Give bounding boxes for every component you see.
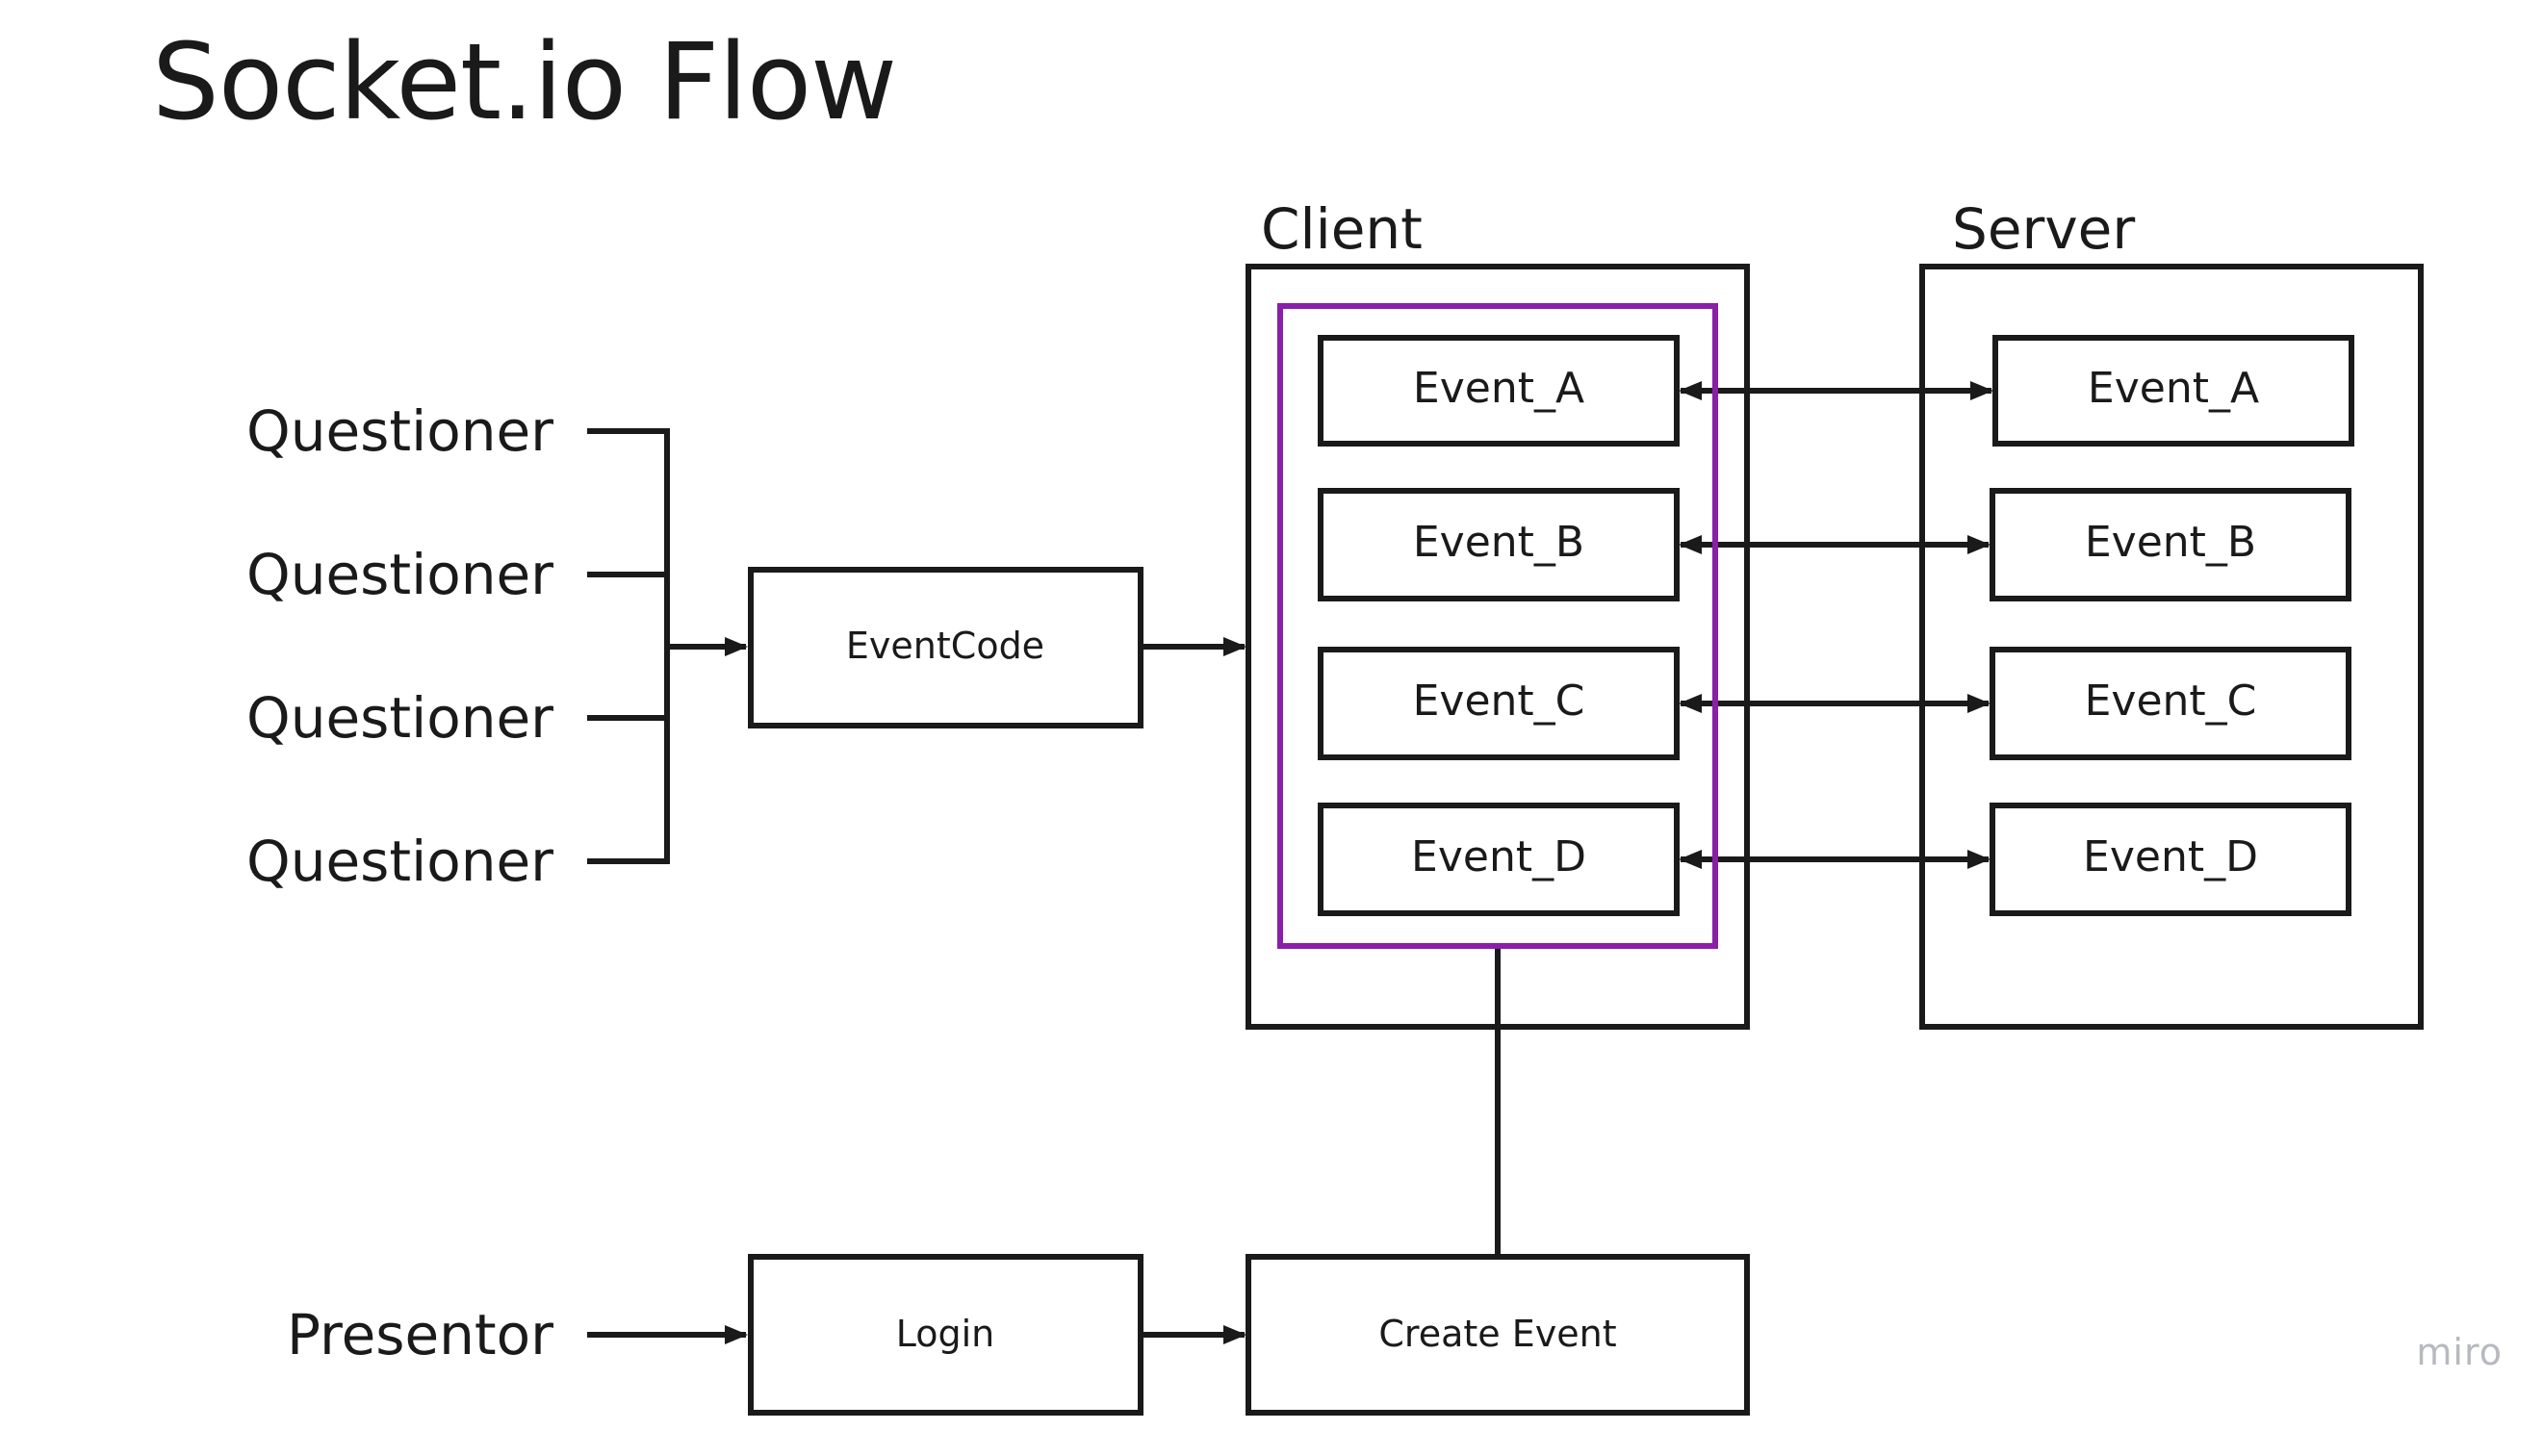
create-event-label: Create Event	[1378, 1313, 1616, 1355]
client-event-d-box[interactable]	[1318, 803, 1680, 916]
questioner-label-1: Questioner	[246, 398, 553, 464]
server-label: Server	[1952, 196, 2135, 262]
server-event-a-label: Event_A	[2088, 364, 2259, 413]
presentor-label: Presentor	[287, 1302, 553, 1367]
client-event-b-box[interactable]	[1318, 488, 1680, 601]
server-container	[1919, 264, 2424, 1030]
client-event-a-label: Event_A	[1413, 364, 1584, 413]
server-event-c-label: Event_C	[2085, 677, 2257, 726]
questioner-label-4: Questioner	[246, 829, 553, 894]
client-event-c-label: Event_C	[1413, 677, 1585, 726]
server-event-a-box[interactable]	[1992, 335, 2354, 447]
miro-watermark: miro	[2416, 1331, 2503, 1373]
login-label: Login	[896, 1313, 995, 1355]
questioner-label-3: Questioner	[246, 685, 553, 751]
client-label: Client	[1261, 196, 1423, 262]
server-event-c-box[interactable]	[1990, 647, 2351, 760]
diagram-title: Socket.io Flow	[152, 20, 897, 143]
client-event-c-box[interactable]	[1318, 647, 1680, 760]
server-event-d-box[interactable]	[1990, 803, 2351, 916]
client-event-a-box[interactable]	[1318, 335, 1680, 447]
client-event-d-label: Event_D	[1411, 832, 1586, 881]
eventcode-label: EventCode	[846, 625, 1044, 667]
server-event-b-box[interactable]	[1990, 488, 2351, 601]
client-events-highlight	[1277, 303, 1718, 949]
questioner-label-2: Questioner	[246, 542, 553, 607]
server-event-d-label: Event_D	[2083, 832, 2258, 881]
create-event-box[interactable]	[1246, 1254, 1750, 1416]
server-event-b-label: Event_B	[2085, 518, 2256, 567]
client-event-b-label: Event_B	[1413, 518, 1584, 567]
